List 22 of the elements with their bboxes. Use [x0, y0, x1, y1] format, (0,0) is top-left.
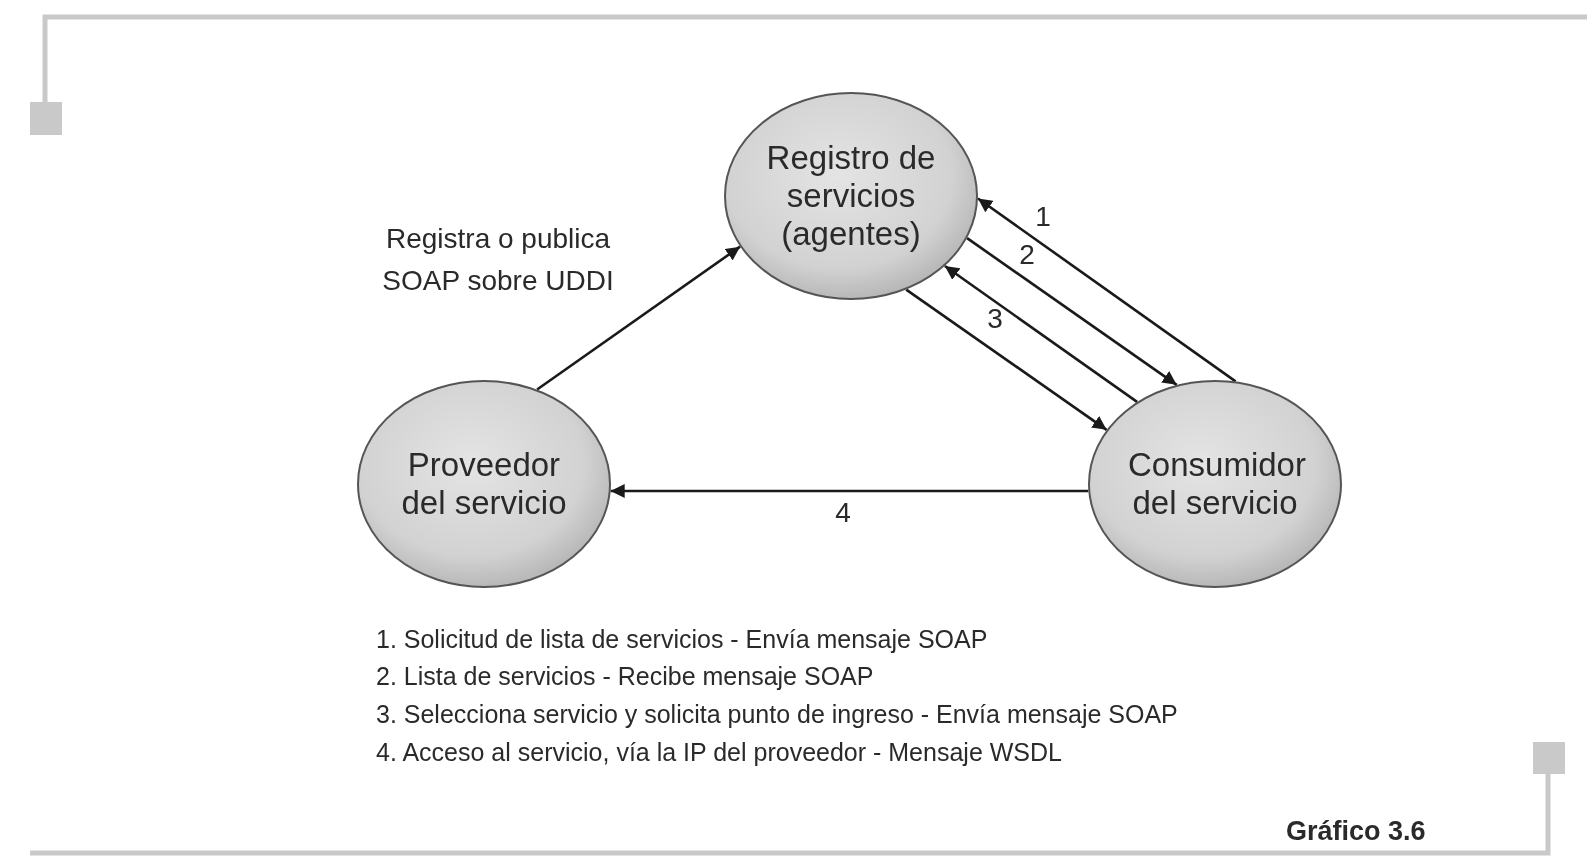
ellipse-node	[724, 92, 978, 300]
ellipse-node	[357, 380, 611, 588]
node-label: Proveedor del servicio	[400, 446, 568, 522]
legend-note: 1. Solicitud de lista de servicios - Envía mensaje SOAP	[376, 625, 988, 654]
arrow	[905, 288, 1108, 431]
arrow	[610, 484, 1089, 498]
arrow	[944, 265, 1138, 403]
edge-label: 1	[1034, 200, 1052, 234]
arrow	[536, 245, 741, 391]
arrow	[977, 197, 1237, 383]
arrow	[966, 237, 1178, 386]
legend-note: 4. Acceso al servicio, vía la IP del proveedor - Mensaje WSDL	[376, 738, 1062, 767]
legend-note: 2. Lista de servicios - Recibe mensaje SOAP	[376, 662, 874, 691]
node-label: Consumidor del servicio	[1127, 446, 1307, 522]
edge-label: 2	[1018, 238, 1036, 272]
legend-note: 3. Selecciona servicio y solicita punto de ingreso - Envía mensaje SOAP	[376, 700, 1178, 729]
ellipse-node	[1088, 380, 1342, 588]
figure-number: Gráfico 3.6	[1286, 816, 1426, 847]
edge-label: Registra o publica SOAP sobre UDDI	[381, 222, 615, 298]
edge-label: 4	[834, 496, 852, 530]
node-label: Registro de servicios (agentes)	[765, 139, 937, 253]
edge-label: 3	[986, 302, 1004, 336]
